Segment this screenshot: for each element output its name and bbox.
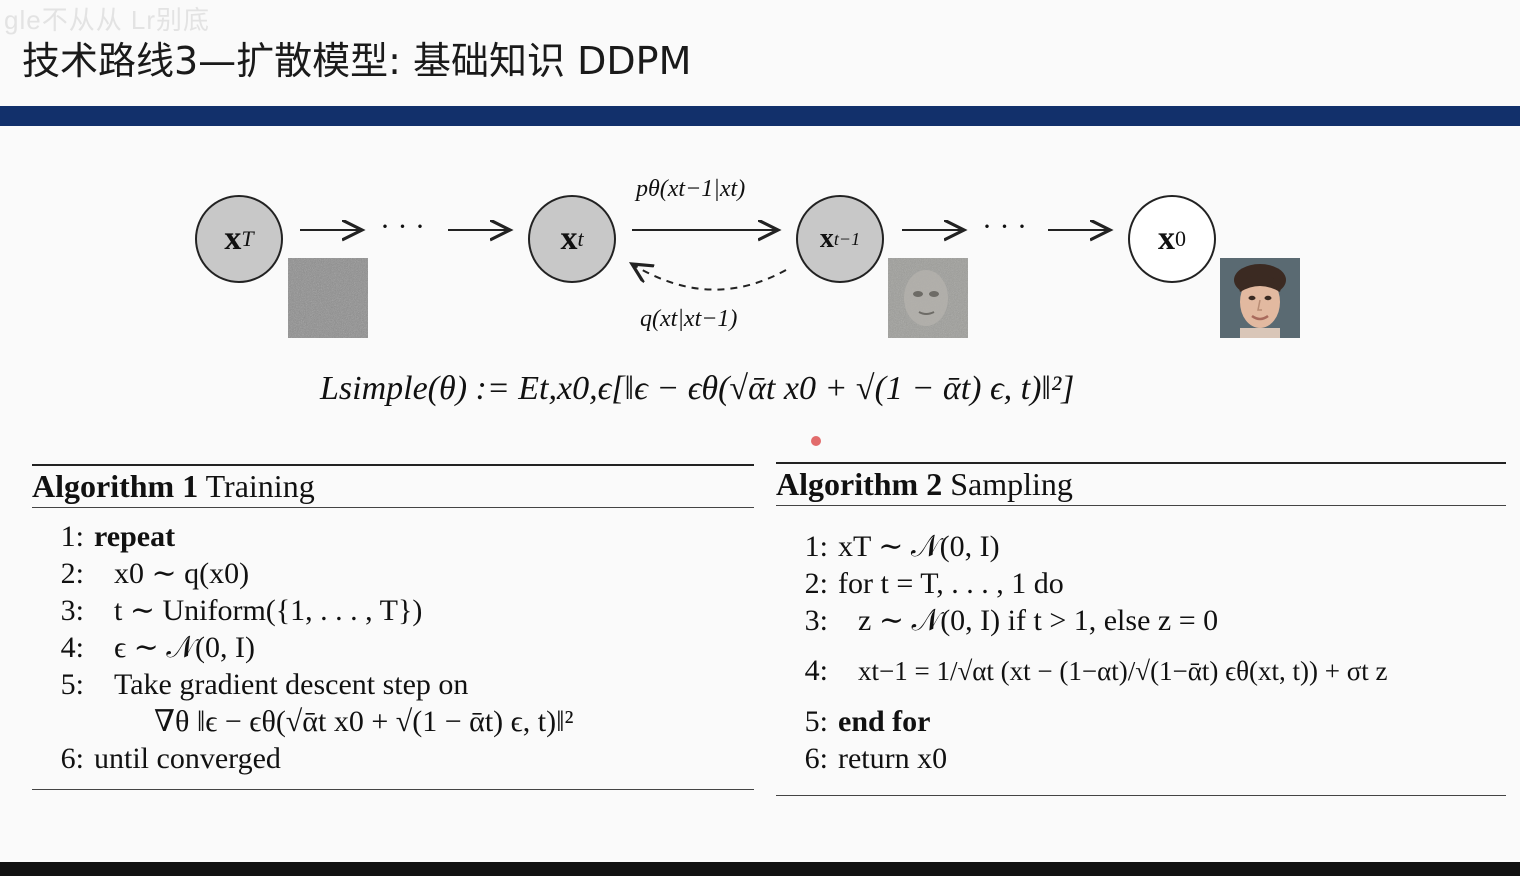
algorithm-2-step-6-text: return x0 [838,742,948,775]
forward-process-label: q(xt|xt−1) [640,306,738,332]
algorithm-1-step-1-text: repeat [94,520,176,553]
algorithm-1-training: Algorithm 1 Training 1: repeat 2: x0 ∼ q(x… [32,464,754,790]
slide-title: 技术路线3—扩散模型: 基础知识 DDPM [22,39,692,83]
algorithm-1-step-3-text: t ∼ Uniform({1, . . . , T}) [114,594,423,627]
loss-formula-text: Lsimple(θ) := Et,x0,ϵ[‖ϵ − ϵθ(√ᾱt x0 + √… [320,370,1075,407]
node-x-0-sub: 0 [1175,226,1186,251]
algorithm-1-step-6-text: until converged [94,742,281,775]
algorithm-2-step-4-text: xt−1 = 1/√αt (xt − (1−αt)/√(1−ᾱt) ϵθ(xt,… [858,656,1388,686]
algorithm-2-top-rule [776,462,1506,464]
algorithm-2-step-2-num: 2: [804,567,828,600]
algorithm-2-step-2-text: for t = T, . . . , 1 do [838,567,1064,600]
algorithm-1-step-5-formula-text: ∇θ ‖ϵ − ϵθ(√ᾱt x0 + √(1 − ᾱt) ϵ, t)‖² [154,705,574,738]
algorithm-2-step-6-num: 6: [804,742,828,775]
node-x-t-minus-1-sub: t−1 [833,228,861,249]
algorithm-1-step-5-formula: ∇θ ‖ϵ − ϵθ(√ᾱt x0 + √(1 − ᾱt) ϵ, t)‖² [32,703,754,740]
title-divider-bar [0,106,1520,126]
bottom-bar [0,862,1520,876]
pointer-dot [811,436,821,446]
algorithm-1-step-5: 5: Take gradient descent step on [32,666,754,703]
algorithm-1-step-4-num: 4: [60,631,84,664]
algorithm-2-step-4-num: 4: [804,654,828,687]
node-x-t-symbol: x [560,220,578,257]
algorithm-1-step-3: 3: t ∼ Uniform({1, . . . , T}) [32,592,754,629]
algorithm-2-step-3-text: z ∼ 𝒩(0, I) if t > 1, else z = 0 [858,604,1219,637]
algorithm-2-bottom-rule [776,795,1506,796]
algorithm-1-step-5-num: 5: [60,668,84,701]
algorithm-2-step-1-text: xT ∼ 𝒩(0, I) [838,530,1000,563]
algorithm-1-bottom-rule [32,789,754,790]
algorithm-2-sampling: Algorithm 2 Sampling 1: xT ∼ 𝒩(0, I) 2: fo… [776,462,1506,796]
algorithm-1-step-2: 2: x0 ∼ q(x0) [32,555,754,592]
arrow-forward-q-dashed [632,264,787,291]
algorithm-1-step-2-num: 2: [60,557,84,590]
video-watermark: gle不从从 Lr别底 [4,5,211,35]
algorithm-2-step-1: 1: xT ∼ 𝒩(0, I) [776,528,1506,565]
reverse-process-label: pθ(xt−1|xt) [636,176,746,202]
ellipsis-left: · · · [380,210,425,243]
algorithm-2-step-3-num: 3: [804,604,828,637]
algorithm-2-label: Algorithm 2 [776,466,943,502]
algorithm-1-step-1-num: 1: [60,520,84,553]
node-x-T-sub: T [241,226,254,251]
algorithm-2-step-5-text: end for [838,705,931,738]
algorithm-1-step-4-text: ϵ ∼ 𝒩(0, I) [114,631,255,664]
algorithm-2-step-2: 2: for t = T, . . . , 1 do [776,565,1506,602]
algorithm-1-step-1: 1: repeat [32,518,754,555]
algorithm-2-header: Algorithm 2 Sampling [776,464,1506,505]
algorithm-1-name: Training [205,468,315,504]
algorithm-1-label: Algorithm 1 [32,468,199,504]
algorithm-1-step-3-num: 3: [60,594,84,627]
algorithm-2-step-6: 6: return x0 [776,740,1506,777]
algorithm-2-step-3: 3: z ∼ 𝒩(0, I) if t > 1, else z = 0 [776,602,1506,639]
algorithm-2-step-4: 4: xt−1 = 1/√αt (xt − (1−αt)/√(1−ᾱt) ϵθ(x… [776,639,1506,703]
node-x-t-minus-1-symbol: x [819,223,834,254]
algorithm-2-step-5: 5: end for [776,703,1506,740]
loss-simple-formula: Lsimple(θ) := Et,x0,ϵ[‖ϵ − ϵθ(√ᾱt x0 + √… [320,370,1074,408]
noise-image-thumbnail [288,258,368,338]
algorithm-1-step-4: 4: ϵ ∼ 𝒩(0, I) [32,629,754,666]
ellipsis-right: · · · [982,210,1027,243]
algorithm-1-step-2-text: x0 ∼ q(x0) [114,557,250,590]
node-x-0-symbol: x [1158,220,1175,257]
algorithm-2-step-1-num: 1: [804,530,828,563]
clean-face-thumbnail [1220,258,1300,338]
algorithm-2-name: Sampling [950,466,1073,502]
algorithm-1-step-5-text: Take gradient descent step on [114,668,469,701]
node-x-T-symbol: x [224,220,242,257]
algorithm-2-mid-rule [776,505,1506,506]
algorithm-1-mid-rule [32,507,754,508]
algorithm-1-header: Algorithm 1 Training [32,466,754,507]
partially-denoised-face-thumbnail [888,258,968,338]
diagram-arrows [300,140,1520,291]
algorithm-2-step-5-num: 5: [804,705,828,738]
node-x-t-sub: t [577,226,584,251]
algorithm-1-top-rule [32,464,754,466]
algorithm-1-step-6-num: 6: [60,742,84,775]
algorithm-1-step-6: 6: until converged [32,740,754,777]
